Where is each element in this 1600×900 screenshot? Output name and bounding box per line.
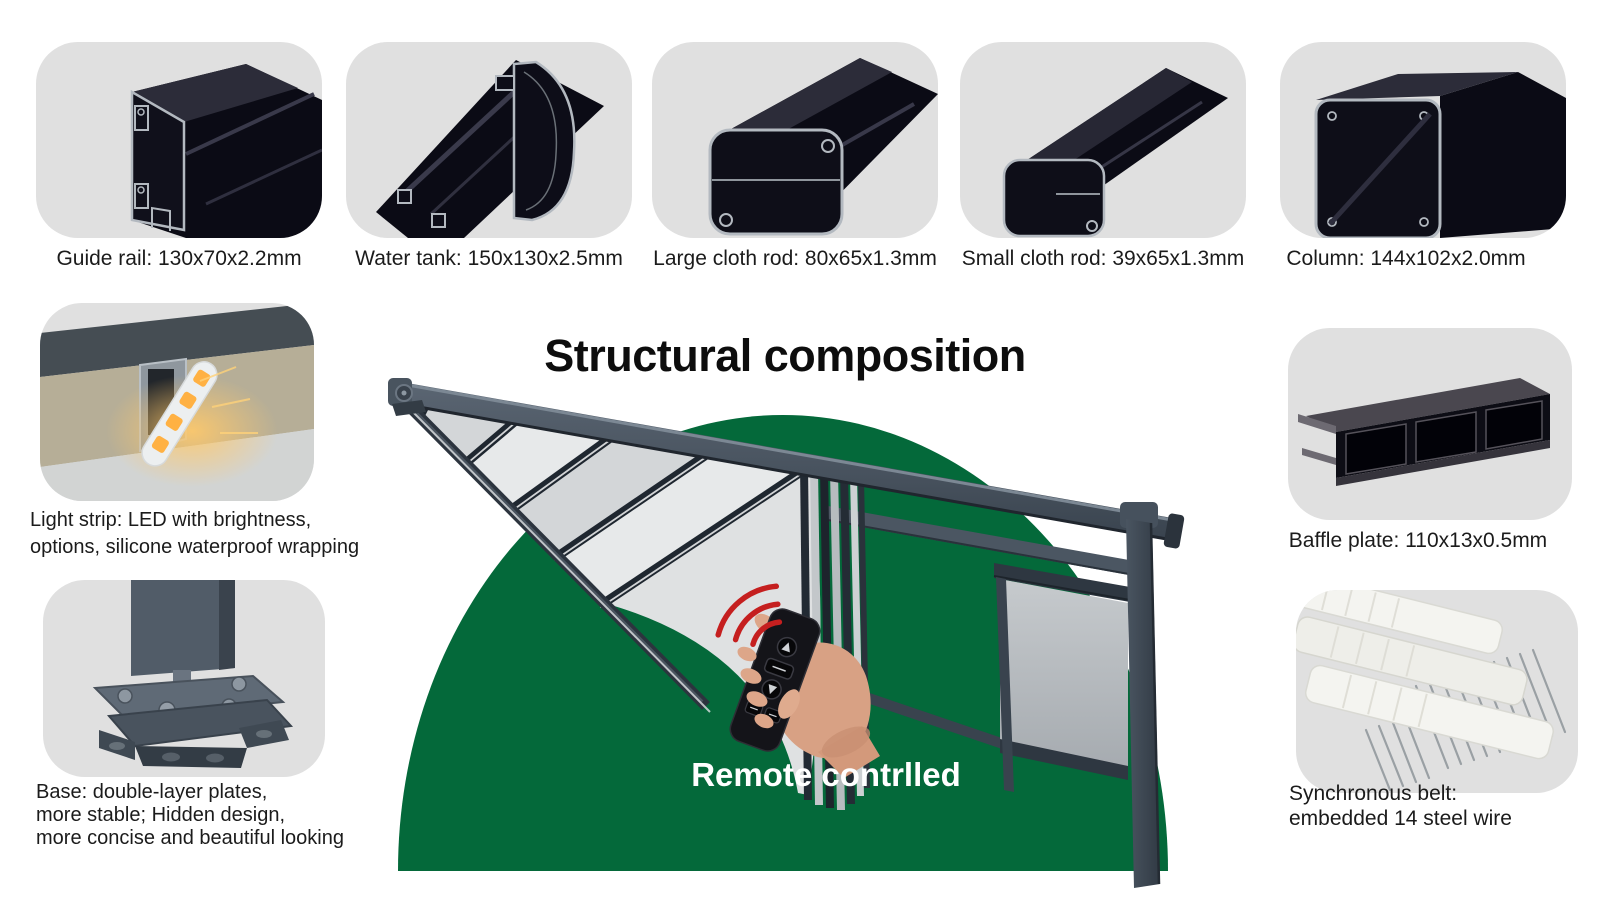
light-strip-image bbox=[40, 303, 314, 501]
baffle-plate-caption: Baffle plate: 110x13x0.5mm bbox=[1288, 529, 1548, 552]
base-card bbox=[43, 580, 325, 777]
water-tank-image bbox=[376, 60, 604, 238]
column-card bbox=[1280, 42, 1566, 238]
guide-rail-caption: Guide rail: 130x70x2.2mm bbox=[56, 247, 302, 270]
small-cloth-rod-card bbox=[960, 42, 1246, 238]
large-cloth-rod-image bbox=[708, 58, 938, 236]
signal-waves-icon bbox=[715, 583, 783, 647]
remote-caption: Remote contrlled bbox=[691, 756, 961, 793]
baffle-plate-image bbox=[1298, 378, 1550, 486]
side-screen bbox=[993, 563, 1131, 792]
left-guide-rail bbox=[396, 393, 711, 713]
rear-rail bbox=[827, 506, 1141, 577]
base-caption-line2: more stable; Hidden design, bbox=[36, 804, 286, 826]
base-caption: Base: double-layer plates, more stable; … bbox=[36, 781, 396, 850]
light-strip-caption: Light strip: LED with brightness, option… bbox=[30, 507, 390, 561]
remote-hand bbox=[715, 583, 880, 778]
base-image bbox=[92, 580, 294, 768]
right-post bbox=[1120, 502, 1161, 888]
synchronous-belt-caption: Synchronous belt: embedded 14 steel wire bbox=[1289, 782, 1589, 831]
baffle-plate-card bbox=[1288, 328, 1572, 520]
page-title: Structural composition bbox=[544, 330, 1026, 381]
light-strip-caption-line1: Light strip: LED with brightness, bbox=[30, 509, 312, 531]
synchronous-belt-card bbox=[1296, 590, 1578, 793]
synchronous-belt-image bbox=[1296, 590, 1567, 792]
guide-rail-card bbox=[36, 42, 322, 238]
roof-beam bbox=[388, 378, 1185, 549]
column-caption: Column: 144x102x2.0mm bbox=[1286, 247, 1526, 270]
small-cloth-rod-image bbox=[1002, 68, 1228, 238]
guide-rail-image bbox=[130, 64, 322, 238]
light-strip-card bbox=[40, 303, 314, 501]
synchronous-belt-caption-line1: Synchronous belt: bbox=[1289, 782, 1458, 805]
column-image bbox=[1314, 72, 1566, 238]
base-caption-line1: Base: double-layer plates, bbox=[36, 781, 268, 803]
large-cloth-rod-card bbox=[652, 42, 938, 238]
base-caption-line3: more concise and beautiful looking bbox=[36, 827, 344, 849]
large-cloth-rod-caption: Large cloth rod: 80x65x1.3mm bbox=[653, 247, 937, 270]
light-strip-caption-line2: options, silicone waterproof wrapping bbox=[30, 536, 360, 558]
water-tank-card bbox=[346, 42, 632, 238]
side-screen-guide-rail bbox=[855, 688, 1002, 749]
small-cloth-rod-caption: Small cloth rod: 39x65x1.3mm bbox=[961, 247, 1245, 270]
synchronous-belt-caption-line2: embedded 14 steel wire bbox=[1289, 806, 1512, 830]
water-tank-caption: Water tank: 150x130x2.5mm bbox=[355, 247, 623, 270]
